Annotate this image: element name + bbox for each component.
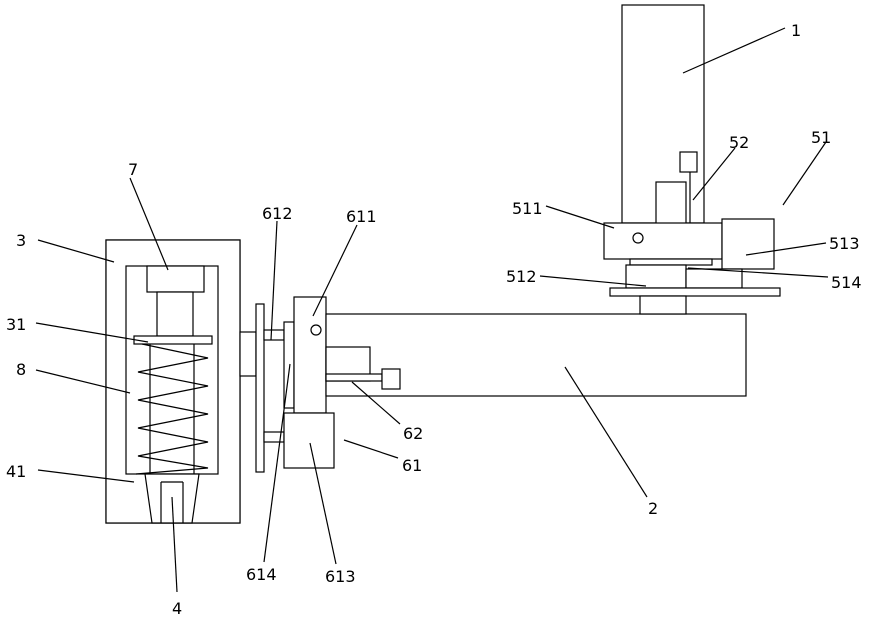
label-514: 514 [831, 273, 862, 292]
label-2: 2 [648, 499, 658, 518]
label-513: 513 [829, 234, 860, 253]
label-614: 614 [246, 565, 277, 584]
label-52: 52 [729, 133, 749, 152]
part-612-disc [256, 304, 284, 472]
label-612: 612 [262, 204, 293, 223]
part-611-bracket [294, 297, 326, 413]
label-511: 511 [512, 199, 543, 218]
label-4: 4 [172, 599, 182, 618]
part-51-head [604, 152, 780, 314]
label-613: 613 [325, 567, 356, 586]
label-51: 51 [811, 128, 831, 147]
label-62: 62 [403, 424, 423, 443]
connecting-shaft [240, 332, 256, 376]
part-613-box [284, 413, 334, 468]
label-61: 61 [402, 456, 422, 475]
label-3: 3 [16, 231, 26, 250]
label-41: 41 [6, 462, 26, 481]
label-512: 512 [506, 267, 537, 286]
part-31-plate [134, 336, 212, 344]
label-8: 8 [16, 360, 26, 379]
label-611: 611 [346, 207, 377, 226]
label-1: 1 [791, 21, 801, 40]
label-31: 31 [6, 315, 26, 334]
label-7: 7 [128, 160, 138, 179]
